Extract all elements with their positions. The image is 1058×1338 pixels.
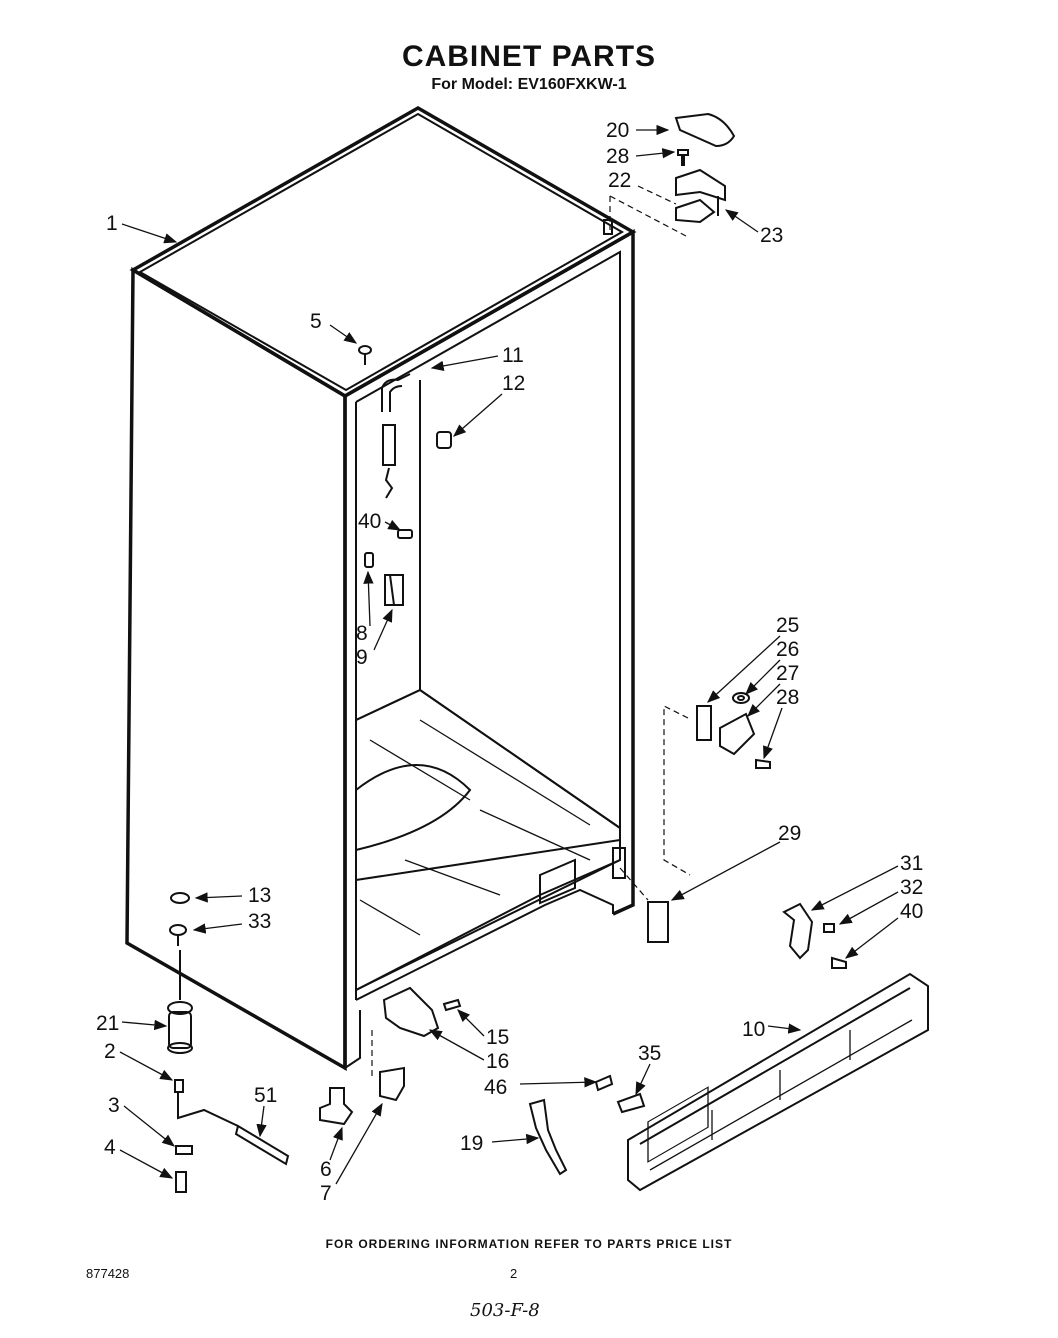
inner-hardware [358, 345, 452, 606]
document-number: 877428 [86, 1266, 130, 1281]
model-subtitle: For Model: EV160FXKW-1 [431, 76, 627, 93]
callout-8: 8 [356, 622, 368, 645]
callout-5: 5 [310, 310, 322, 333]
page-title: CABINET PARTS [401, 40, 657, 73]
callout-33: 33 [248, 910, 271, 933]
cabinet-body [125, 105, 637, 1072]
ordering-note: FOR ORDERING INFORMATION REFER TO PARTS … [325, 1237, 733, 1251]
top-hinge-parts [609, 112, 736, 237]
leveling-and-drain-parts [167, 892, 290, 1193]
callout-1: 1 [106, 212, 118, 235]
grille-and-bracket [627, 902, 929, 1192]
page-number: 2 [510, 1266, 518, 1281]
callout-23: 23 [760, 224, 783, 247]
callout-29: 29 [778, 822, 801, 845]
callout-51: 51 [254, 1084, 277, 1107]
callout-11: 11 [502, 344, 524, 367]
callout-22: 22 [608, 169, 631, 192]
callout-21: 21 [96, 1012, 119, 1035]
callout-9: 9 [356, 646, 368, 669]
callout-13: 13 [248, 884, 271, 907]
middle-hinge-parts [619, 692, 771, 943]
callout-2: 2 [104, 1040, 116, 1063]
callout-6: 6 [320, 1158, 332, 1181]
callout-31: 31 [900, 852, 923, 875]
callout-40-upper: 40 [358, 510, 381, 533]
callout-labels: 1 5 11 12 40 8 9 20 28 22 23 25 26 27 28… [96, 119, 923, 1205]
callout-27: 27 [776, 662, 799, 685]
callout-15: 15 [486, 1026, 509, 1049]
callout-40-lower: 40 [900, 900, 923, 923]
callout-7: 7 [320, 1182, 332, 1205]
callout-10: 10 [742, 1018, 765, 1041]
callout-32: 32 [900, 876, 923, 899]
callout-28-top: 28 [606, 145, 629, 168]
callout-46: 46 [484, 1076, 507, 1099]
callout-4: 4 [104, 1136, 116, 1159]
callout-25: 25 [776, 614, 799, 637]
callout-16: 16 [486, 1050, 509, 1073]
handwritten-note: 503-F-8 [470, 1300, 540, 1321]
callout-19: 19 [460, 1132, 483, 1155]
callout-12: 12 [502, 372, 525, 395]
callout-35: 35 [638, 1042, 661, 1065]
callout-28-middle: 28 [776, 686, 799, 709]
callout-26: 26 [776, 638, 799, 661]
callout-3: 3 [108, 1094, 120, 1117]
callout-20: 20 [606, 119, 629, 142]
